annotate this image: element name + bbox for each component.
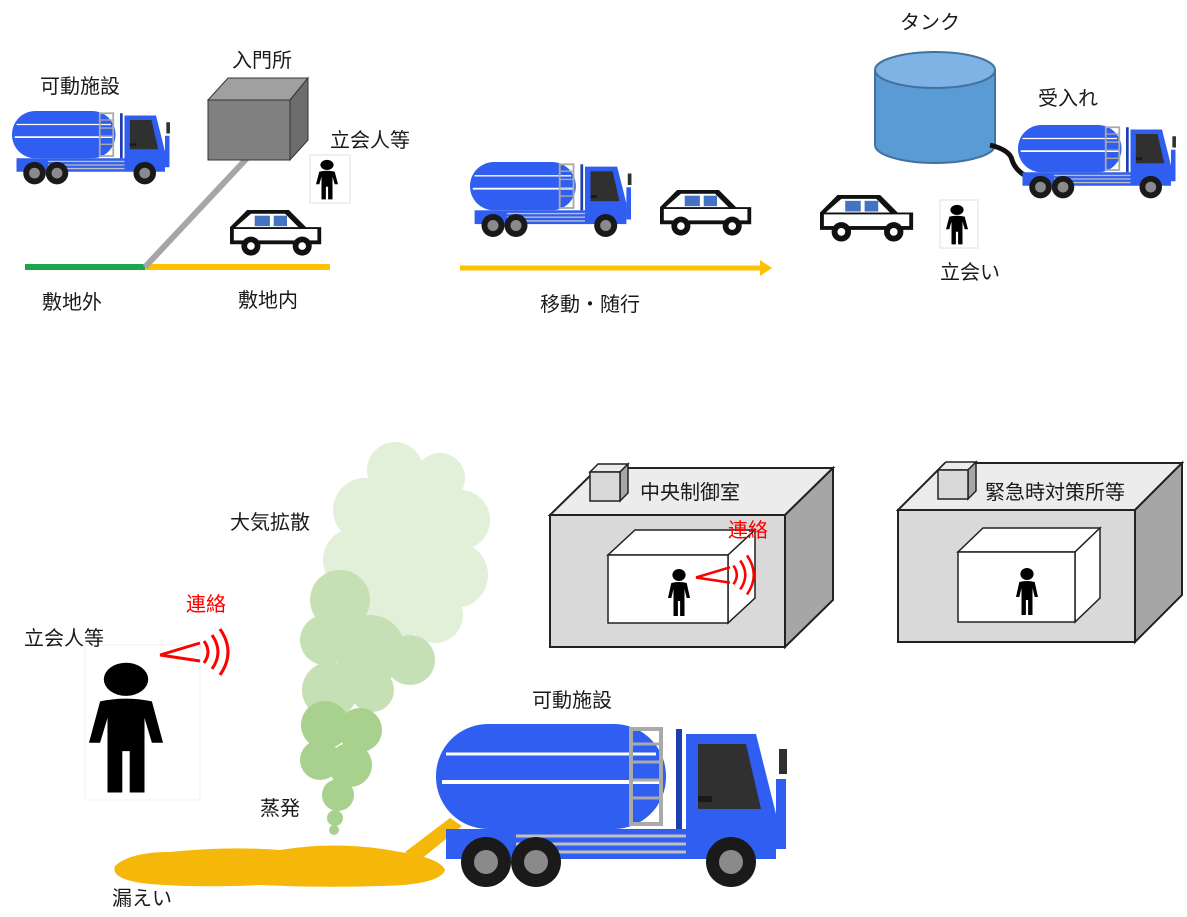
contact-label-room: 連絡 [728,518,768,542]
atmospheric-diffusion-label: 大気拡散 [230,510,310,534]
evaporation-label: 蒸発 [260,796,300,820]
tanker-truck-icon [469,161,633,238]
witness-label-top: 立会人等 [330,128,410,152]
tanker-truck-icon [11,110,171,186]
gate-bar [142,152,253,270]
on-site-label: 敷地内 [238,288,298,312]
off-site-label: 敷地外 [42,290,102,314]
tanker-truck-icon [1017,124,1177,200]
contact-label-left: 連絡 [186,592,226,616]
leakage-label: 漏えい [112,886,172,910]
car-icon [230,210,322,256]
gatehouse-icon [206,76,310,162]
tank-icon [874,51,996,164]
building-icon [547,462,836,650]
car-icon [660,190,752,236]
emergency-response-center-label: 緊急時対策所等 [985,480,1125,504]
central-control-room-label: 中央制御室 [640,480,740,504]
spill-icon [114,818,462,887]
tanker-truck-icon [434,722,789,889]
car-icon [820,195,914,242]
move-follow-label: 移動・随行 [540,292,640,316]
mobile-facility-label-bottom: 可動施設 [532,688,612,712]
tank-label: タンク [900,10,960,34]
vapor-plume-icon [300,442,490,835]
witness-label-bottom: 立会人等 [24,626,104,650]
building-icon [895,460,1185,645]
gatehouse-label: 入門所 [232,48,292,72]
mobile-facility-label-top: 可動施設 [40,74,120,98]
receiving-label: 受入れ [1038,86,1098,110]
witnessing-label: 立会い [940,260,1000,284]
